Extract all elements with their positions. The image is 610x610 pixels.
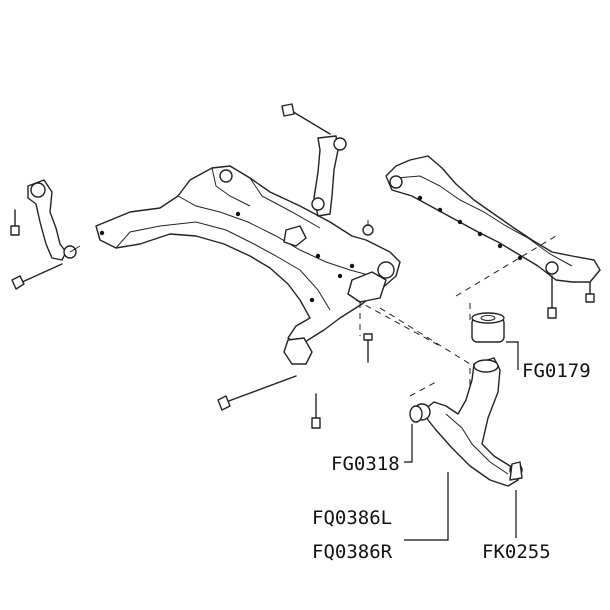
stud-centre (363, 333, 373, 363)
label-fg0179: FG0179 (522, 360, 591, 382)
label-fq0386r: FQ0386R (312, 541, 393, 563)
centre-drop-link (281, 103, 347, 217)
label-fk0255: FK0255 (482, 541, 551, 563)
rear-bracket (385, 155, 601, 319)
leader-lines (404, 341, 519, 541)
bolt-left-upper (10, 209, 20, 236)
left-end-link (27, 179, 81, 261)
bolt-centre-vertical (311, 393, 321, 429)
dashed-guides (355, 235, 557, 430)
subframe (95, 165, 401, 365)
leader-fq0386 (404, 472, 449, 541)
bolt-centre-long (217, 375, 297, 411)
bush-fg0179 (471, 312, 505, 343)
lower-control-arm (413, 357, 523, 487)
label-fg0318: FG0318 (331, 453, 400, 475)
leader-fg0318 (404, 424, 413, 463)
bolt-left-lower (11, 263, 63, 290)
leader-fg0179 (506, 341, 519, 370)
bush-fg0318 (409, 405, 423, 423)
label-fq0386l: FQ0386L (312, 507, 392, 529)
